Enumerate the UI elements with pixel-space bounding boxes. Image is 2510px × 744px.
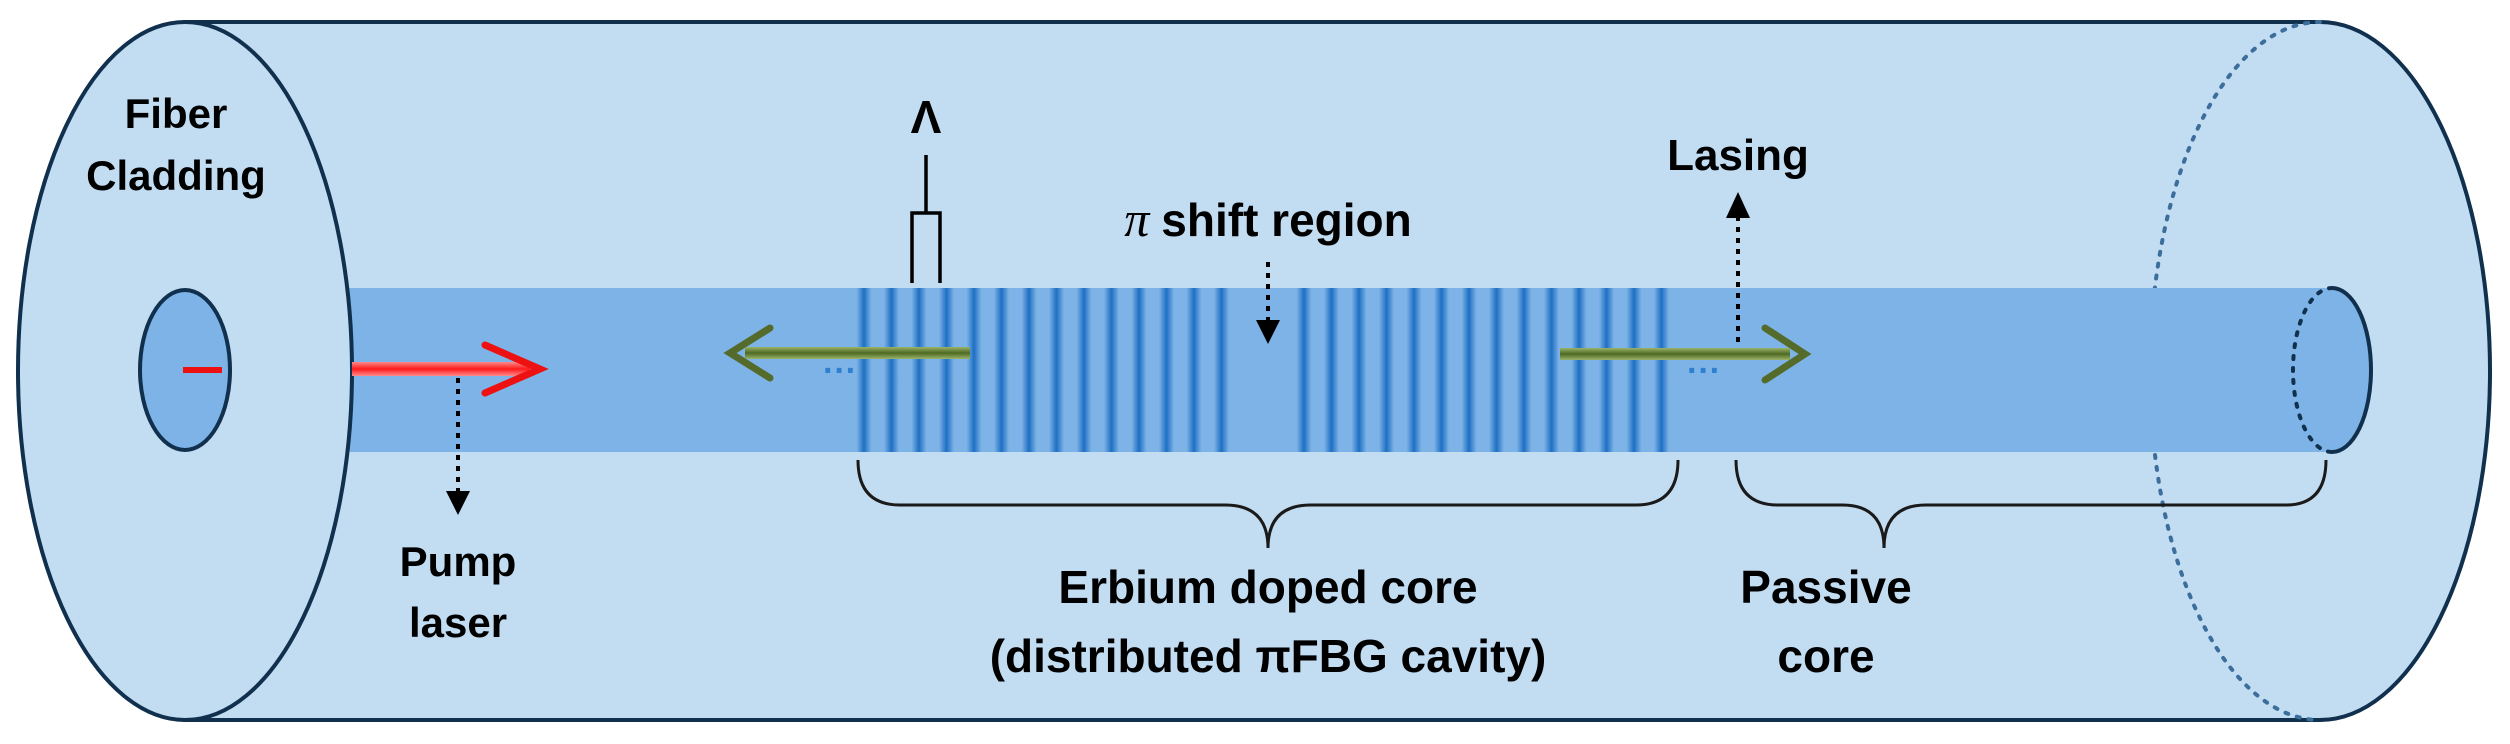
- grating-period-label: Λ: [911, 91, 942, 143]
- grating-fringe: [1654, 288, 1669, 452]
- grating-fringe: [1076, 288, 1092, 452]
- pump-laser-label-line1: Pump: [400, 538, 517, 585]
- lasing-pointer: [1726, 192, 1750, 342]
- grating-fringe: [884, 288, 899, 452]
- grating-fringe: [939, 288, 954, 452]
- pump-arrow: [352, 341, 549, 397]
- grating-fringe: [1434, 288, 1449, 452]
- passive-core-label-line1: Passive: [1740, 561, 1911, 613]
- grating-fringe: [1571, 288, 1587, 452]
- grating-fringe: [1544, 288, 1559, 452]
- core-end-solid: [2331, 286, 2373, 454]
- grating-fringe: [1489, 288, 1504, 452]
- grating-fringe: [1214, 288, 1229, 452]
- grating-fringe: [966, 288, 982, 452]
- grating-fringe: [1626, 288, 1642, 452]
- grating-fringe: [1599, 288, 1614, 452]
- core-end-dashed: [2291, 286, 2334, 454]
- grating-period-bracket: [910, 155, 942, 283]
- grating-fringe: [1021, 288, 1037, 452]
- passive-core-brace: [1734, 459, 2328, 549]
- grating-fringe: [1351, 288, 1367, 452]
- pi-shift-text: shift region: [1161, 194, 1411, 246]
- erbium-core-label-line2: (distributed πFBG cavity): [990, 630, 1547, 682]
- left-lasing-arrow: [723, 324, 970, 382]
- dots-left: ···: [823, 352, 857, 390]
- bragg-grating: [856, 288, 1669, 452]
- fiber-cladding-label-line2: Cladding: [86, 152, 266, 199]
- grating-fringe: [1406, 288, 1422, 452]
- grating-fringe: [1324, 288, 1339, 452]
- grating-fringe: [856, 288, 872, 452]
- grating-fringe: [1131, 288, 1147, 452]
- erbium-core-label-line1: Erbium doped core: [1058, 561, 1477, 613]
- pi-symbol: π: [1124, 191, 1151, 247]
- grating-fringe: [1296, 288, 1312, 452]
- fiber-cladding-label-line1: Fiber: [125, 90, 228, 137]
- grating-fringe: [1104, 288, 1119, 452]
- erbium-core-brace: [856, 459, 1680, 549]
- grating-fringe: [1379, 288, 1394, 452]
- grating-fringe: [1461, 288, 1477, 452]
- grating-fringe: [911, 288, 927, 452]
- grating-fringe: [1186, 288, 1202, 452]
- grating-fringe: [1516, 288, 1532, 452]
- pump-laser-label-line2: laser: [409, 599, 507, 646]
- pump-pointer: [446, 378, 470, 515]
- grating-fringe: [1159, 288, 1174, 452]
- right-lasing-arrow: [1560, 324, 1812, 384]
- passive-core-label-line2: core: [1777, 630, 1874, 682]
- grating-fringe: [994, 288, 1009, 452]
- lasing-label: Lasing: [1667, 131, 1809, 180]
- pi-shift-pointer: [1256, 262, 1280, 344]
- dots-right: ···: [1687, 352, 1721, 390]
- grating-fringe: [1049, 288, 1064, 452]
